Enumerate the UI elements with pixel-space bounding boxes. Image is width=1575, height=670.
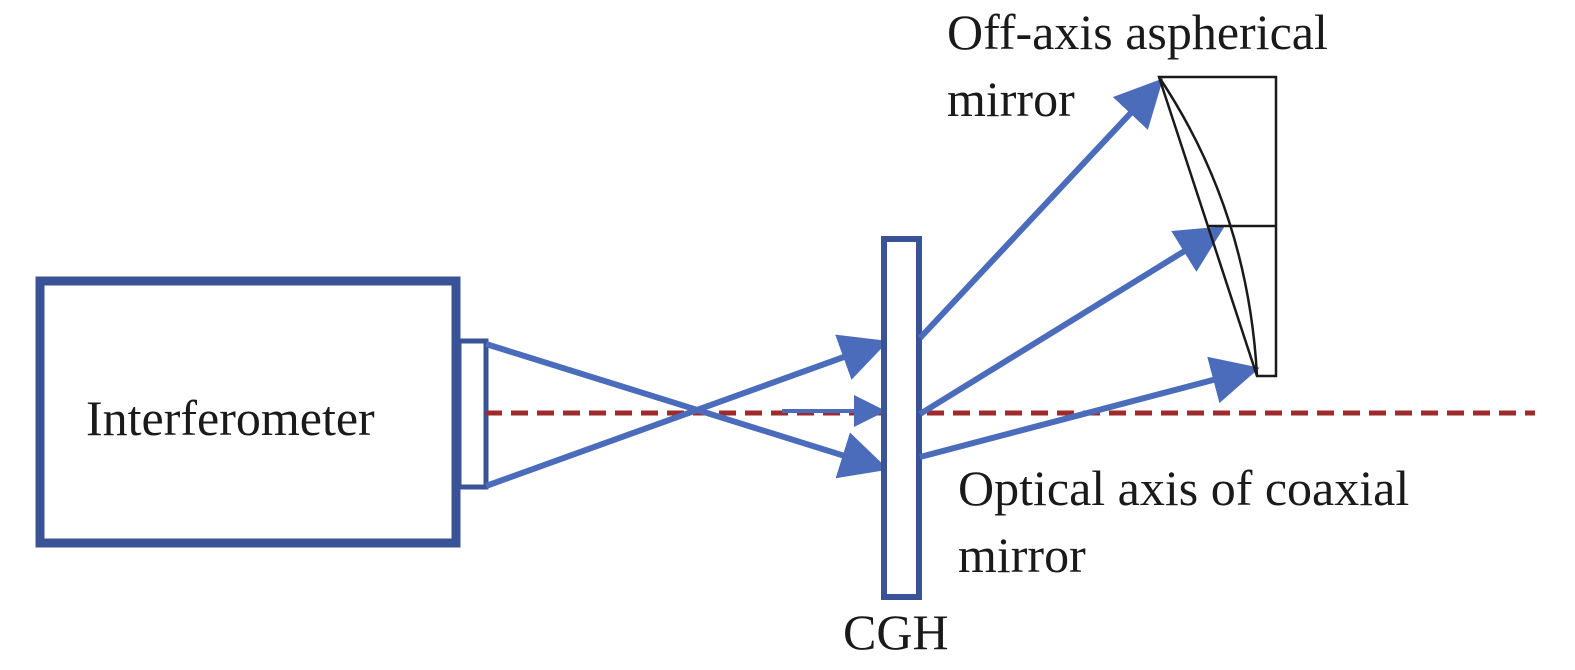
beam-out-top [917,78,1164,341]
beam-in-bottom-to-top [484,334,889,489]
cgh-plate [881,236,922,600]
optical-axis-label-line2: mirror [958,527,1086,583]
mirror-label-line2: mirror [947,71,1075,127]
interferometer-label: Interferometer [86,390,375,446]
interferometer-port [456,338,489,490]
beam-in-top-to-bottom [485,341,889,479]
mirror-outline [1157,75,1278,378]
cgh-label: CGH [843,604,949,660]
optical-axis-label-line1: Optical axis of coaxial [958,460,1410,516]
beam-out-bottom [919,356,1260,460]
mirror-label-line1: Off-axis aspherical [947,4,1328,60]
off-axis-mirror [1157,75,1278,378]
interferometer-box [35,276,461,548]
beam-out-middle [918,226,1225,417]
mirror-aspheric-surface [1157,76,1259,377]
